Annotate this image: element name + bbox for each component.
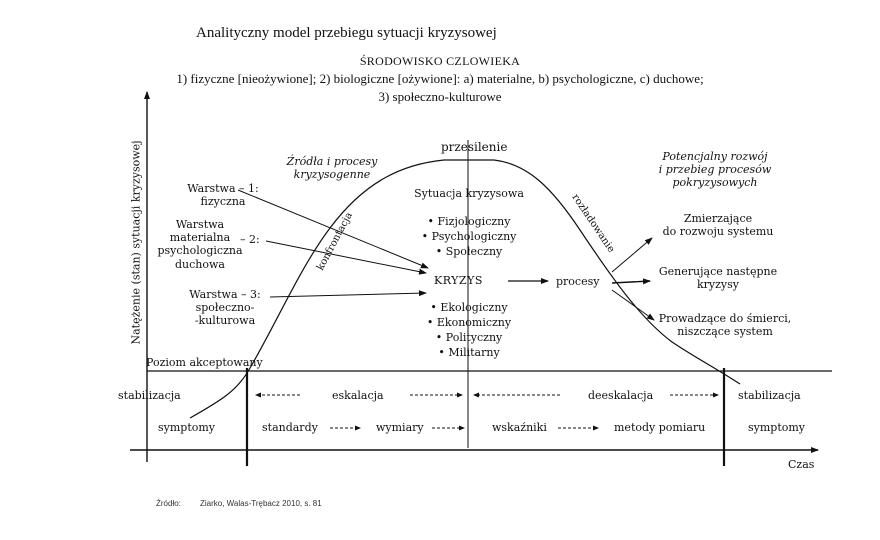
- layer-1-line-1: Warstwa – 1:: [187, 182, 259, 195]
- situation-top-items: • Fizjologiczny • Psychologiczny • Społe…: [404, 215, 534, 260]
- outcome-destruction-line-1: Prowadzące do śmierci,: [658, 312, 792, 325]
- environment-line-2: 3) społeczno-kulturowe: [378, 89, 502, 104]
- outcome-destruction: Prowadzące do śmierci, niszczące system: [650, 312, 800, 338]
- phase-deescalation: deeskalacja: [588, 389, 654, 402]
- layer-2-line-4: duchowa: [175, 257, 225, 271]
- arrow-outcome-1: [611, 237, 653, 273]
- source-text: Ziarko, Walas-Trębacz 2010, s. 81: [200, 499, 322, 508]
- outcome-development-line-2: do rozwoju systemu: [662, 225, 774, 239]
- processes-label: procesy: [556, 275, 600, 288]
- situation-item-psychological: • Psychologiczny: [421, 229, 517, 243]
- outcomes-title: Potencjalny rozwój i przebieg procesów p…: [640, 150, 790, 190]
- source-label: Źródło:: [156, 499, 181, 508]
- y-axis-label: Natężenie (stan) sytuacji kryzysowej: [129, 140, 143, 345]
- diagram-title: Analityczny model przebiegu sytuacji kry…: [196, 25, 497, 41]
- layer-2-number: – 2:: [240, 233, 260, 246]
- layer-1-line-2: fizyczna: [200, 195, 246, 209]
- outcome-next-crises-line-2: kryzysy: [696, 278, 739, 292]
- measure-methods: metody pomiaru: [614, 421, 706, 434]
- crisis-label: KRYZYS: [434, 274, 483, 287]
- outcomes-title-line-2: i przebieg procesów: [658, 163, 772, 177]
- situation-item-social: • Społeczny: [435, 244, 503, 258]
- measure-symptoms-right: symptomy: [748, 421, 806, 434]
- situation-item-economic: • Ekonomiczny: [426, 315, 512, 329]
- outcome-development: Zmierzające do rozwoju systemu: [648, 212, 788, 238]
- arrow-layer-3: [269, 290, 427, 298]
- phase-stabilization-left: stabilizacja: [118, 389, 181, 402]
- situation-item-physiological: • Fizjologiczny: [427, 215, 511, 228]
- situation-item-military: • Militarny: [438, 345, 500, 359]
- outcomes-title-line-1: Potencjalny rozwój: [662, 150, 768, 163]
- layer-2-line-2: materialna: [169, 231, 231, 245]
- layer-1: Warstwa – 1: fizyczna: [180, 182, 266, 208]
- layer-3-line-3: -kulturowa: [194, 314, 256, 328]
- environment-header: ŚRODOWISKO CZLOWIEKA: [359, 54, 521, 68]
- phase-stabilization-right: stabilizacja: [738, 389, 801, 402]
- outcome-development-line-1: Zmierzające: [683, 212, 753, 225]
- layer-2-line-3: psychologiczna: [157, 244, 243, 258]
- measure-standards: standardy: [262, 421, 318, 434]
- layer-3-line-1: Warstwa – 3:: [189, 288, 261, 301]
- peak-label: przesilenie: [441, 140, 508, 154]
- layer-2-line-1: Warstwa: [175, 218, 225, 231]
- arrow-outcome-3: [611, 289, 655, 321]
- situation-header: Sytuacja kryzysowa: [414, 187, 524, 200]
- arrow-layer-2: [265, 240, 427, 275]
- measure-indicators: wskaźniki: [492, 421, 547, 434]
- layer-3: Warstwa – 3: społeczno- -kulturowa: [180, 288, 270, 328]
- accepted-level-label: Poziom akceptowany: [146, 356, 263, 369]
- measure-symptoms-left: symptomy: [158, 421, 216, 434]
- sources-title: Źródła i procesy kryzysogenne: [262, 155, 402, 181]
- outcome-next-crises-line-1: Generujące następne: [658, 265, 778, 278]
- measure-dimensions: wymiary: [376, 421, 424, 434]
- situation-item-political: • Polityczny: [435, 330, 503, 344]
- situation-bottom-items: • Ekologiczny • Ekonomiczny • Polityczny…: [404, 301, 534, 360]
- phase-escalation: eskalacja: [332, 389, 384, 402]
- outcome-next-crises: Generujące następne kryzysy: [648, 265, 788, 291]
- arrow-outcome-2: [611, 278, 651, 285]
- outcomes-title-line-3: pokryzysowych: [672, 176, 758, 190]
- arrow-layer-1: [237, 189, 429, 269]
- x-axis-label: Czas: [788, 458, 815, 471]
- sources-title-line-1: Źródła i procesy: [286, 155, 378, 168]
- situation-item-ecological: • Ekologiczny: [430, 301, 508, 314]
- crisis-curve: [189, 159, 741, 419]
- outcome-destruction-line-2: niszczące system: [677, 325, 773, 339]
- layer-3-line-2: społeczno-: [195, 301, 255, 315]
- sources-title-line-2: kryzysogenne: [293, 168, 371, 182]
- layer-2: Warstwa materialna psychologiczna duchow…: [150, 218, 250, 271]
- environment-line-1: 1) fizyczne [nieożywione]; 2) biologiczn…: [176, 71, 704, 86]
